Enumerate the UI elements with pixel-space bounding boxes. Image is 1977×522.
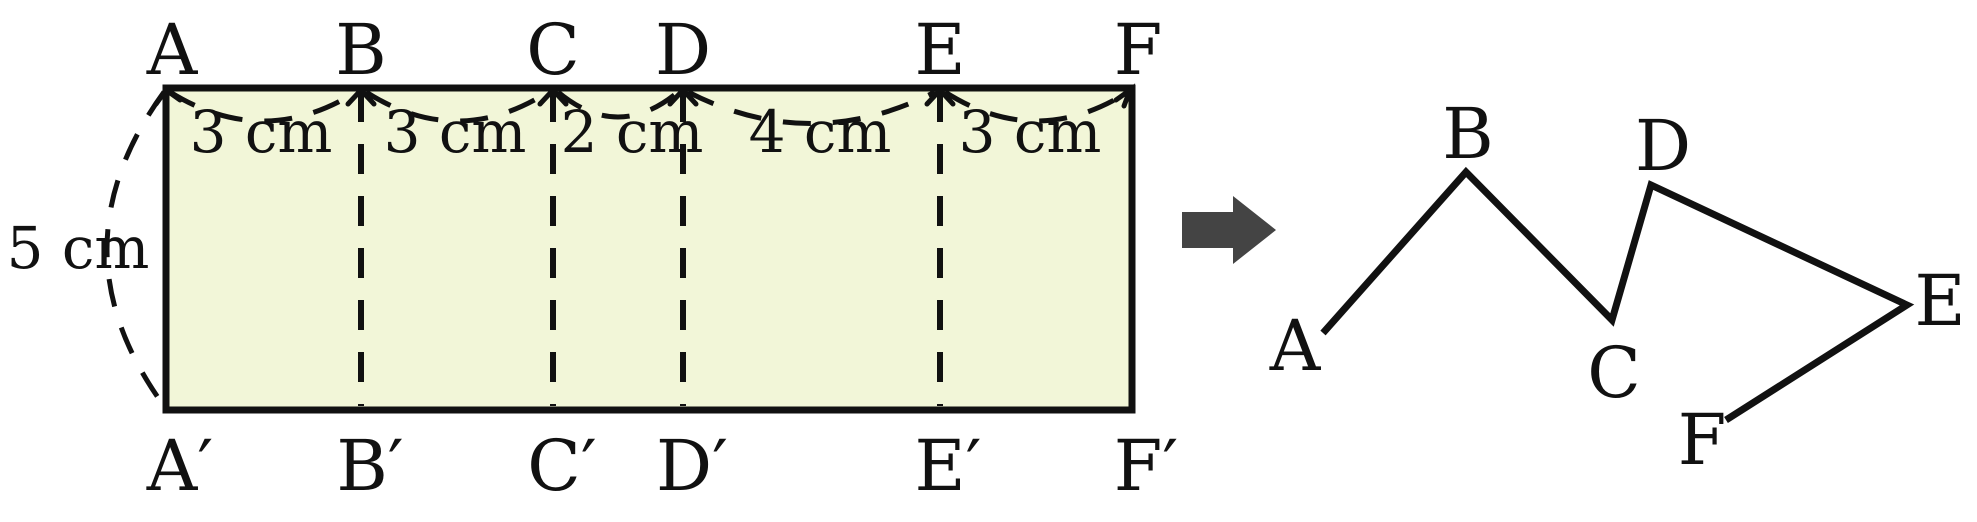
bracket-arrowheads [153,83,1136,109]
label-top-c: C [526,9,580,91]
right-arrow-icon [1182,196,1276,264]
segment-label-bc: 3 cm [384,98,527,166]
label-bottom-b: B′ [336,425,403,507]
bracket-ab [168,89,358,124]
label-bottom-a: A′ [146,425,213,507]
folded-label-c: C [1587,332,1641,414]
bracket-bc [364,89,550,124]
segment-label-ab: 3 cm [190,98,333,166]
folded-label-b: B [1442,93,1493,175]
segment-brackets [104,89,1130,408]
label-bottom-f: F′ [1114,425,1178,507]
fold-lines [358,92,943,406]
segment-label-de: 4 cm [749,98,892,166]
folded-label-e: E [1914,260,1965,342]
top-labels: A B C D E F [146,9,1163,91]
bracket-ef [943,89,1130,124]
label-top-a: A [146,9,199,91]
height-label: 5 cm [7,214,150,282]
label-top-e: E [914,9,965,91]
bracket-height [104,90,167,408]
segment-label-ef: 3 cm [959,98,1102,166]
bracket-cd [556,90,680,120]
segment-labels: 3 cm 3 cm 2 cm 4 cm 3 cm [190,98,1102,166]
folded-label-f: F [1678,399,1727,481]
label-bottom-d: D′ [656,425,728,507]
bottom-labels: A′ B′ C′ D′ E′ F′ [146,425,1178,507]
segment-label-cd: 2 cm [561,98,704,166]
folded-zigzag [1320,166,1915,423]
folded-label-a: A [1269,305,1322,387]
label-top-b: B [335,9,386,91]
bracket-de [686,89,937,126]
paper-rectangle [162,84,1136,414]
label-top-f: F [1114,9,1163,91]
label-bottom-c: C′ [527,425,596,507]
folded-label-d: D [1635,105,1691,187]
label-top-d: D [655,9,711,91]
label-bottom-e: E′ [915,425,982,507]
folded-labels: A B C D E F [1269,93,1966,481]
